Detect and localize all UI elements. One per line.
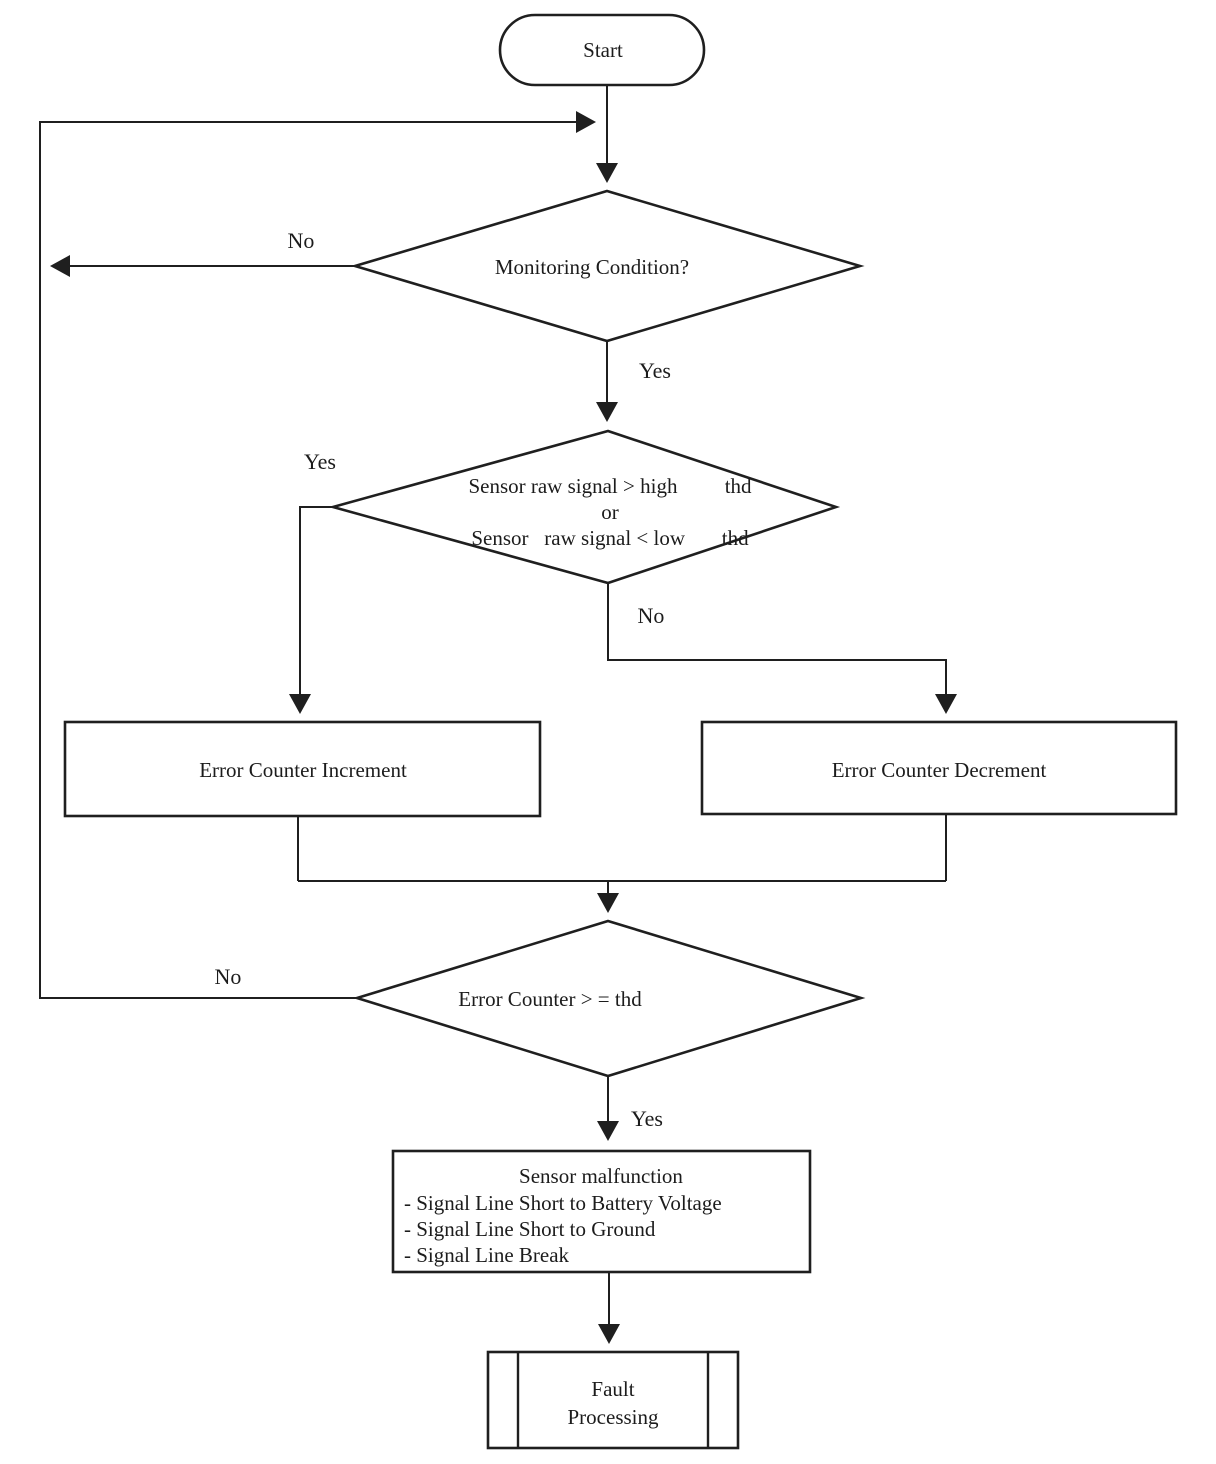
monitoring-condition-label: Monitoring Condition?: [495, 255, 689, 279]
error-counter-decrement-box: [700, 720, 1178, 816]
start-terminator-shape: [498, 13, 706, 87]
error-counter-threshold-diamond: [352, 919, 866, 1078]
node-error-counter-threshold: Error Counter > = thd: [352, 919, 866, 1078]
signal-threshold-diamond: [328, 429, 841, 585]
start-label: Start: [583, 38, 623, 62]
edge-label-counter-no: No: [215, 964, 242, 989]
node-signal-threshold: Sensor raw signal > high thd or Sensor r…: [328, 429, 841, 585]
fault-processing-line1: Fault: [591, 1377, 634, 1401]
edge-label-monitoring-no: No: [288, 228, 315, 253]
fault-processing-box: [486, 1350, 740, 1450]
error-counter-increment-box: [63, 720, 542, 818]
edge-label-signal-no: No: [638, 603, 665, 628]
edge-counter-no-loop: [39, 111, 596, 999]
edge-signal-yes: [289, 506, 333, 714]
edge-label-signal-yes: Yes: [304, 449, 336, 474]
error-counter-threshold-label: Error Counter > = thd: [458, 987, 642, 1011]
edge-signal-no: [607, 584, 957, 714]
sensor-malfunction-item1: - Signal Line Short to Battery Voltage: [404, 1191, 722, 1215]
sensor-malfunction-item3: - Signal Line Break: [404, 1243, 570, 1267]
node-start: Start: [498, 13, 706, 87]
sensor-malfunction-box: [391, 1149, 812, 1274]
edge-label-monitoring-yes: Yes: [639, 358, 671, 383]
node-error-counter-increment: Error Counter Increment: [63, 720, 542, 818]
node-monitoring-condition: Monitoring Condition?: [350, 189, 865, 343]
signal-threshold-line2: or: [601, 500, 619, 524]
node-sensor-malfunction: Sensor malfunction - Signal Line Short t…: [391, 1149, 812, 1274]
sensor-malfunction-item2: - Signal Line Short to Ground: [404, 1217, 656, 1241]
error-counter-increment-label: Error Counter Increment: [199, 758, 407, 782]
sensor-malfunction-title: Sensor malfunction: [519, 1164, 683, 1188]
node-error-counter-decrement: Error Counter Decrement: [700, 720, 1178, 816]
signal-threshold-line3: Sensor raw signal < low thd: [471, 526, 749, 550]
edge-label-counter-yes: Yes: [631, 1106, 663, 1131]
signal-threshold-line1: Sensor raw signal > high thd: [468, 474, 752, 498]
fault-processing-line2: Processing: [568, 1405, 659, 1429]
node-fault-processing: Fault Processing: [486, 1350, 740, 1450]
error-counter-decrement-label: Error Counter Decrement: [832, 758, 1047, 782]
monitoring-condition-diamond: [350, 189, 865, 343]
